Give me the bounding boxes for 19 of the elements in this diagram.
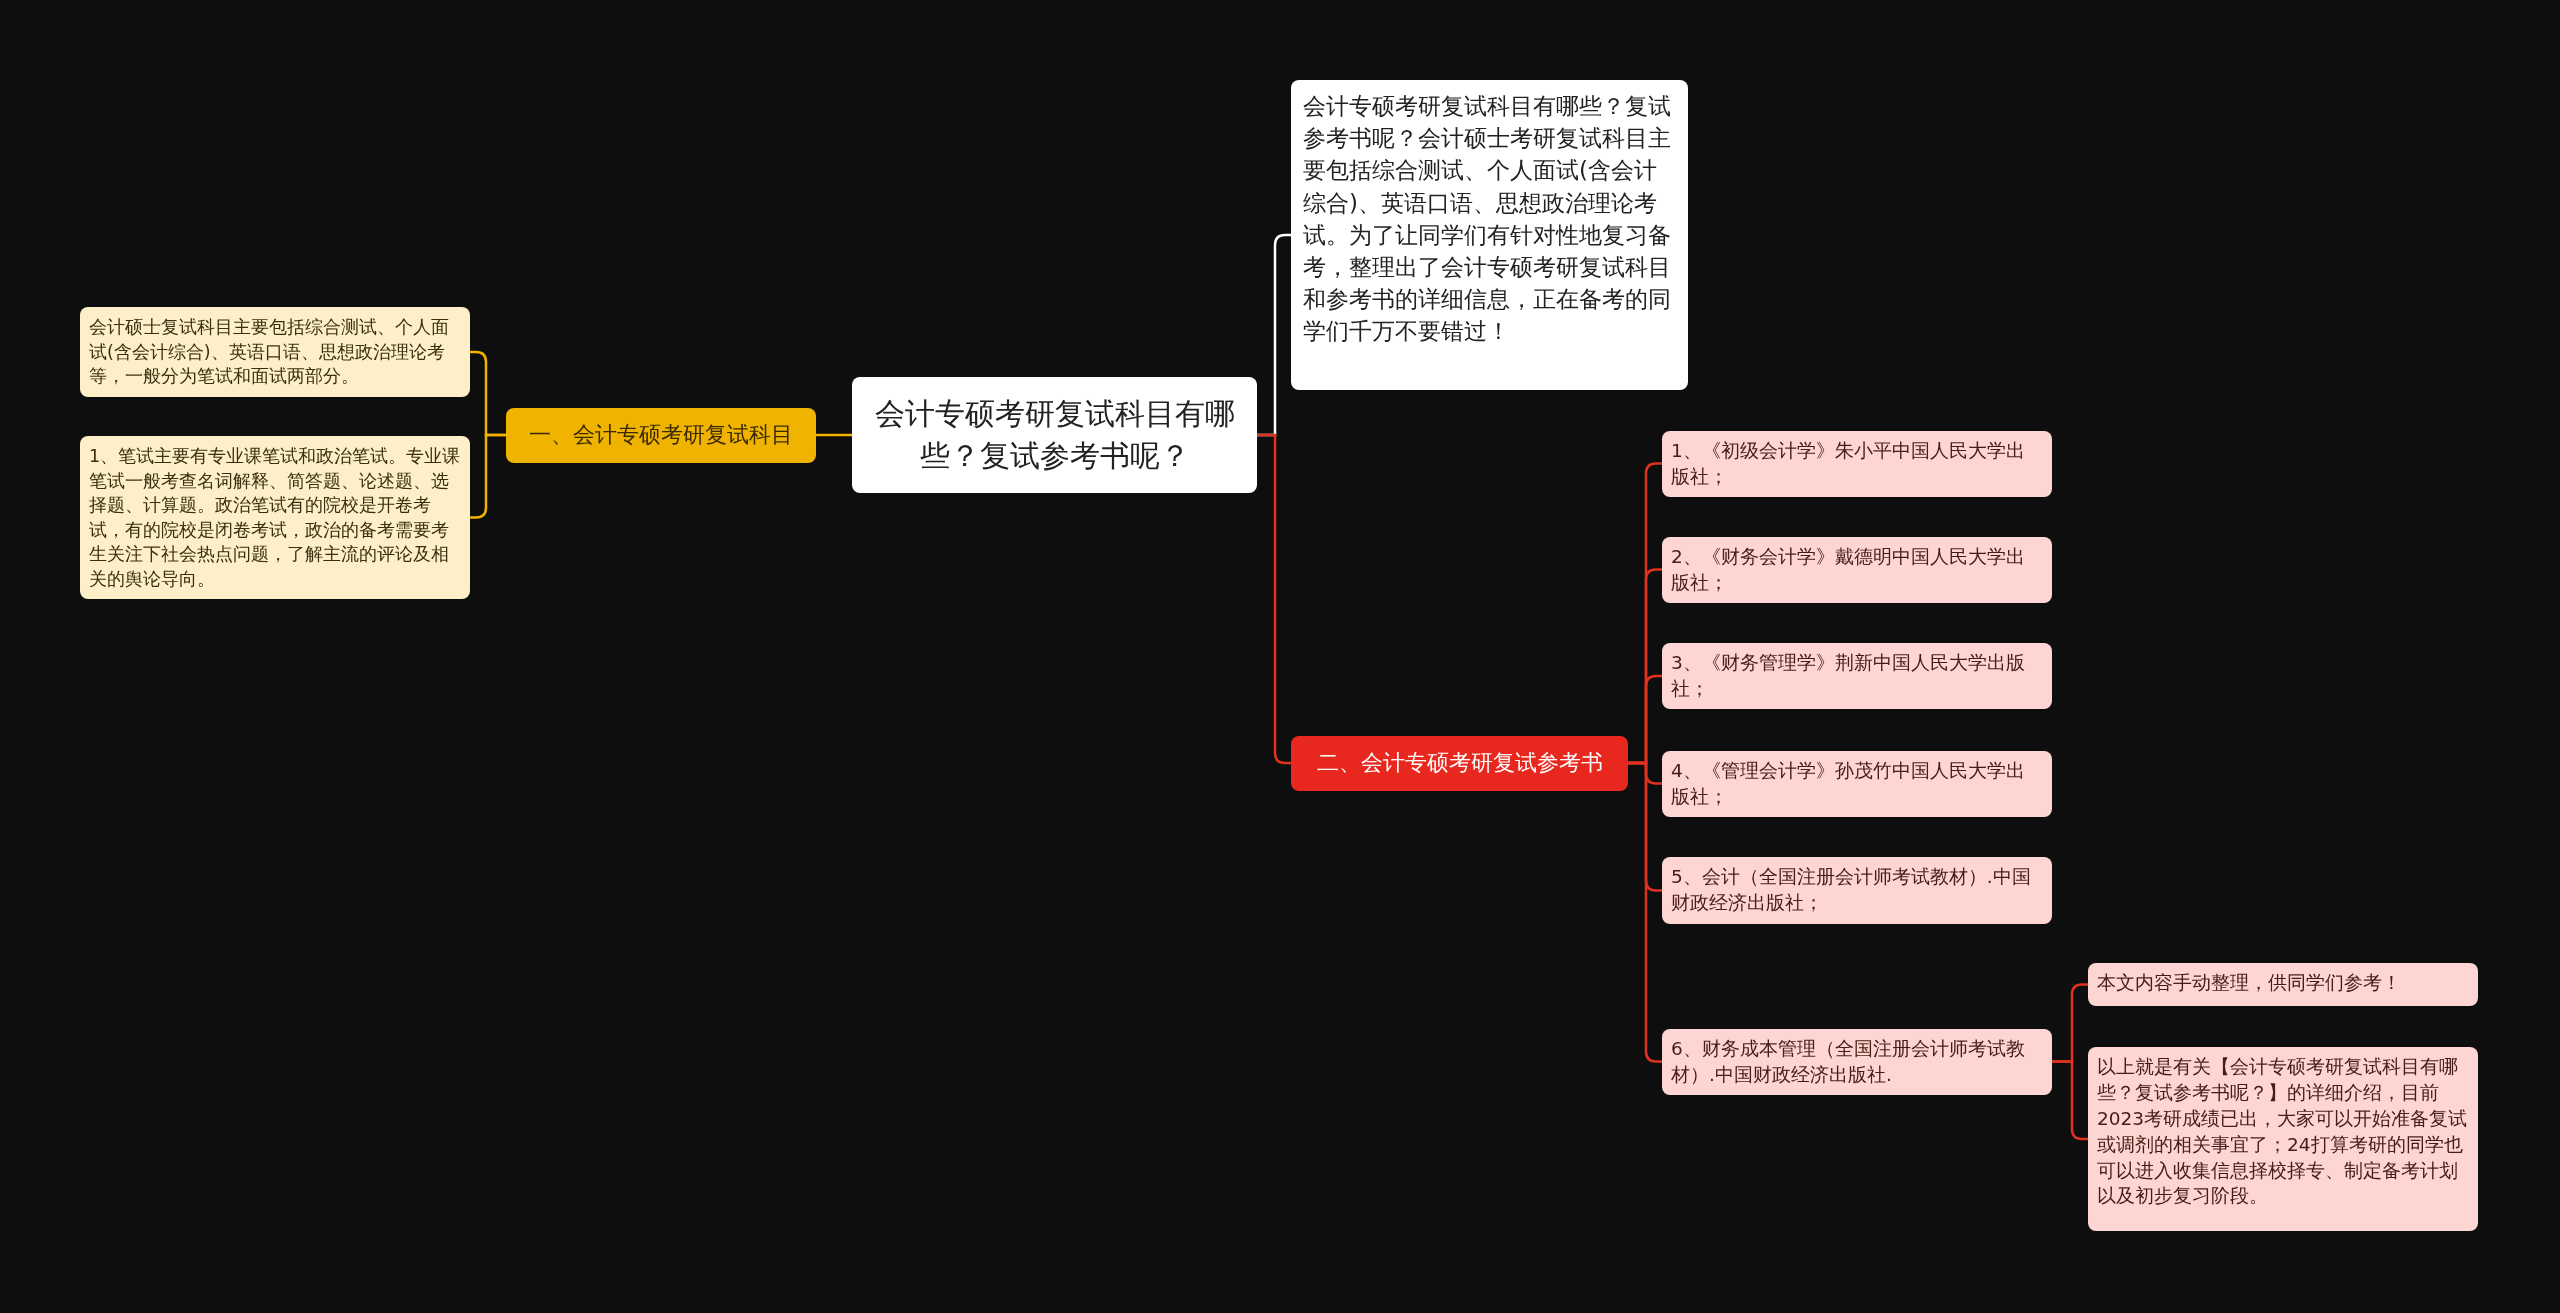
connector-line: [470, 433, 506, 519]
note-box: 以上就是有关【会计专硕考研复试科目有哪些？复试参考书呢？】的详细介绍，目前2023考研成绩已出，大家可以开始准备复试或调剂的相关事宜了；24打算考研的同学也可以进入收集信息择校择专、制定备考计划以及初步复习阶段。: [2088, 1047, 2478, 1231]
note-box: 5、会计（全国注册会计师考试教材）.中国财政经济出版社；: [1662, 857, 2052, 924]
branch-box: 二、会计专硕考研复试参考书: [1291, 736, 1628, 791]
topic-box: 会计专硕考研复试科目有哪些？复试参考书呢？: [852, 377, 1257, 493]
connector-line: [1628, 761, 1662, 1063]
note-box: 1、笔试主要有专业课笔试和政治笔试。专业课笔试一般考查名词解释、简答题、论述题、选择题、计算题。政治笔试有的院校是开卷考试，有的院校是闭卷考试，政治的备考需要考生关注下社会热点问题，了解主流的评论及相关的舆论导向。: [80, 436, 470, 599]
note-box: 3、《财务管理学》荆新中国人民大学出版社；: [1662, 643, 2052, 709]
note-box: 本文内容手动整理，供同学们参考！: [2088, 963, 2478, 1006]
note-box: 1、《初级会计学》朱小平中国人民大学出版社；: [1662, 431, 2052, 497]
connector-line: [1257, 433, 1291, 765]
connector-line: [816, 433, 852, 437]
connector-line: [2052, 1060, 2088, 1141]
note-box: 会计专硕考研复试科目有哪些？复试参考书呢？会计硕士考研复试科目主要包括综合测试、个人面试(含会计综合)、英语口语、思想政治理论考试。为了让同学们有针对性地复习备考，整理出了会计专硕考研复试科目和参考书的详细信息，正在备考的同学们千万不要错过！: [1291, 80, 1688, 390]
note-box: 2、《财务会计学》戴德明中国人民大学出版社；: [1662, 537, 2052, 603]
branch-box: 一、会计专硕考研复试科目: [506, 408, 816, 463]
note-box: 6、财务成本管理（全国注册会计师考试教材）.中国财政经济出版社.: [1662, 1029, 2052, 1095]
note-box: 会计硕士复试科目主要包括综合测试、个人面试(含会计综合)、英语口语、思想政治理论考等，一般分为笔试和面试两部分。: [80, 307, 470, 397]
note-box: 4、《管理会计学》孙茂竹中国人民大学出版社；: [1662, 751, 2052, 817]
